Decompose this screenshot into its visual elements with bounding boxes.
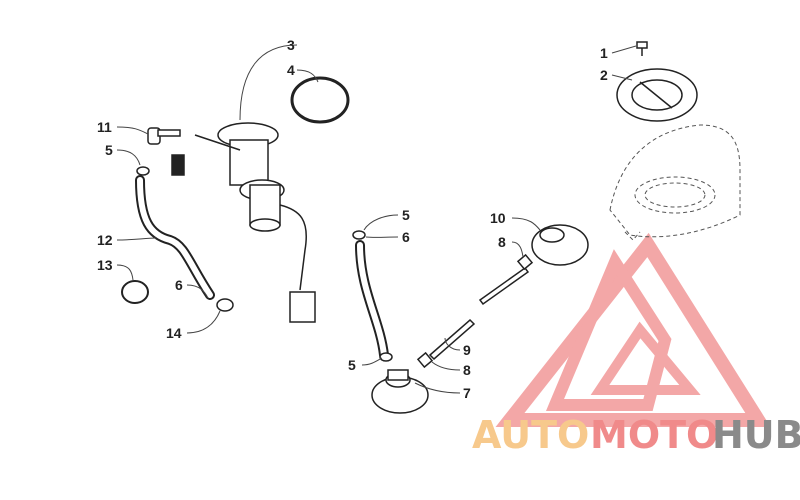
label-part-5-left: 5 [105,142,113,158]
part-7-valve [371,369,429,414]
leader-lines [116,44,637,394]
label-part-7: 7 [463,385,471,401]
part-10-valve [531,224,589,266]
part-13-clip [121,280,149,304]
part-6-hose-center [352,230,393,362]
label-part-13: 13 [97,257,113,273]
watermark-text: AUTO MOTO HUB [472,413,800,457]
part-5-clamp-left [136,166,150,176]
label-part-6-center: 6 [402,229,410,245]
label-part-12: 12 [97,232,113,248]
label-part-9: 9 [463,342,471,358]
part-14-clamp [216,298,234,312]
label-part-4: 4 [287,62,295,78]
watermark-word-moto: MOTO [590,413,718,457]
label-part-8-upper: 8 [498,234,506,250]
label-part-1: 1 [600,45,608,61]
label-part-11: 11 [97,119,112,135]
part-12-hose [135,175,215,300]
label-part-3: 3 [287,37,295,53]
part-labels: 1 2 3 4 5 5 5 6 6 7 8 8 9 10 11 12 13 14 [97,37,608,401]
label-part-8-lower: 8 [463,362,471,378]
part-2-gasket [616,68,698,122]
watermark-word-hub: HUB [712,413,800,457]
fuel-tank-outline [609,124,741,241]
part-11-elbow-fitting [147,127,181,145]
label-part-5-lower: 5 [348,357,356,373]
label-part-14: 14 [166,325,182,341]
watermark-word-auto: AUTO [472,413,589,457]
part-9-tube [428,266,530,361]
label-part-5-center: 5 [402,207,410,223]
part-3-fuel-pump [171,122,316,323]
part-8-fitting [416,253,534,369]
label-part-2: 2 [600,67,608,83]
label-part-6-left: 6 [175,277,183,293]
part-1-bolt [636,41,648,56]
label-part-10: 10 [490,210,506,226]
part-4-o-ring [290,76,350,124]
watermark-logo [495,232,771,427]
